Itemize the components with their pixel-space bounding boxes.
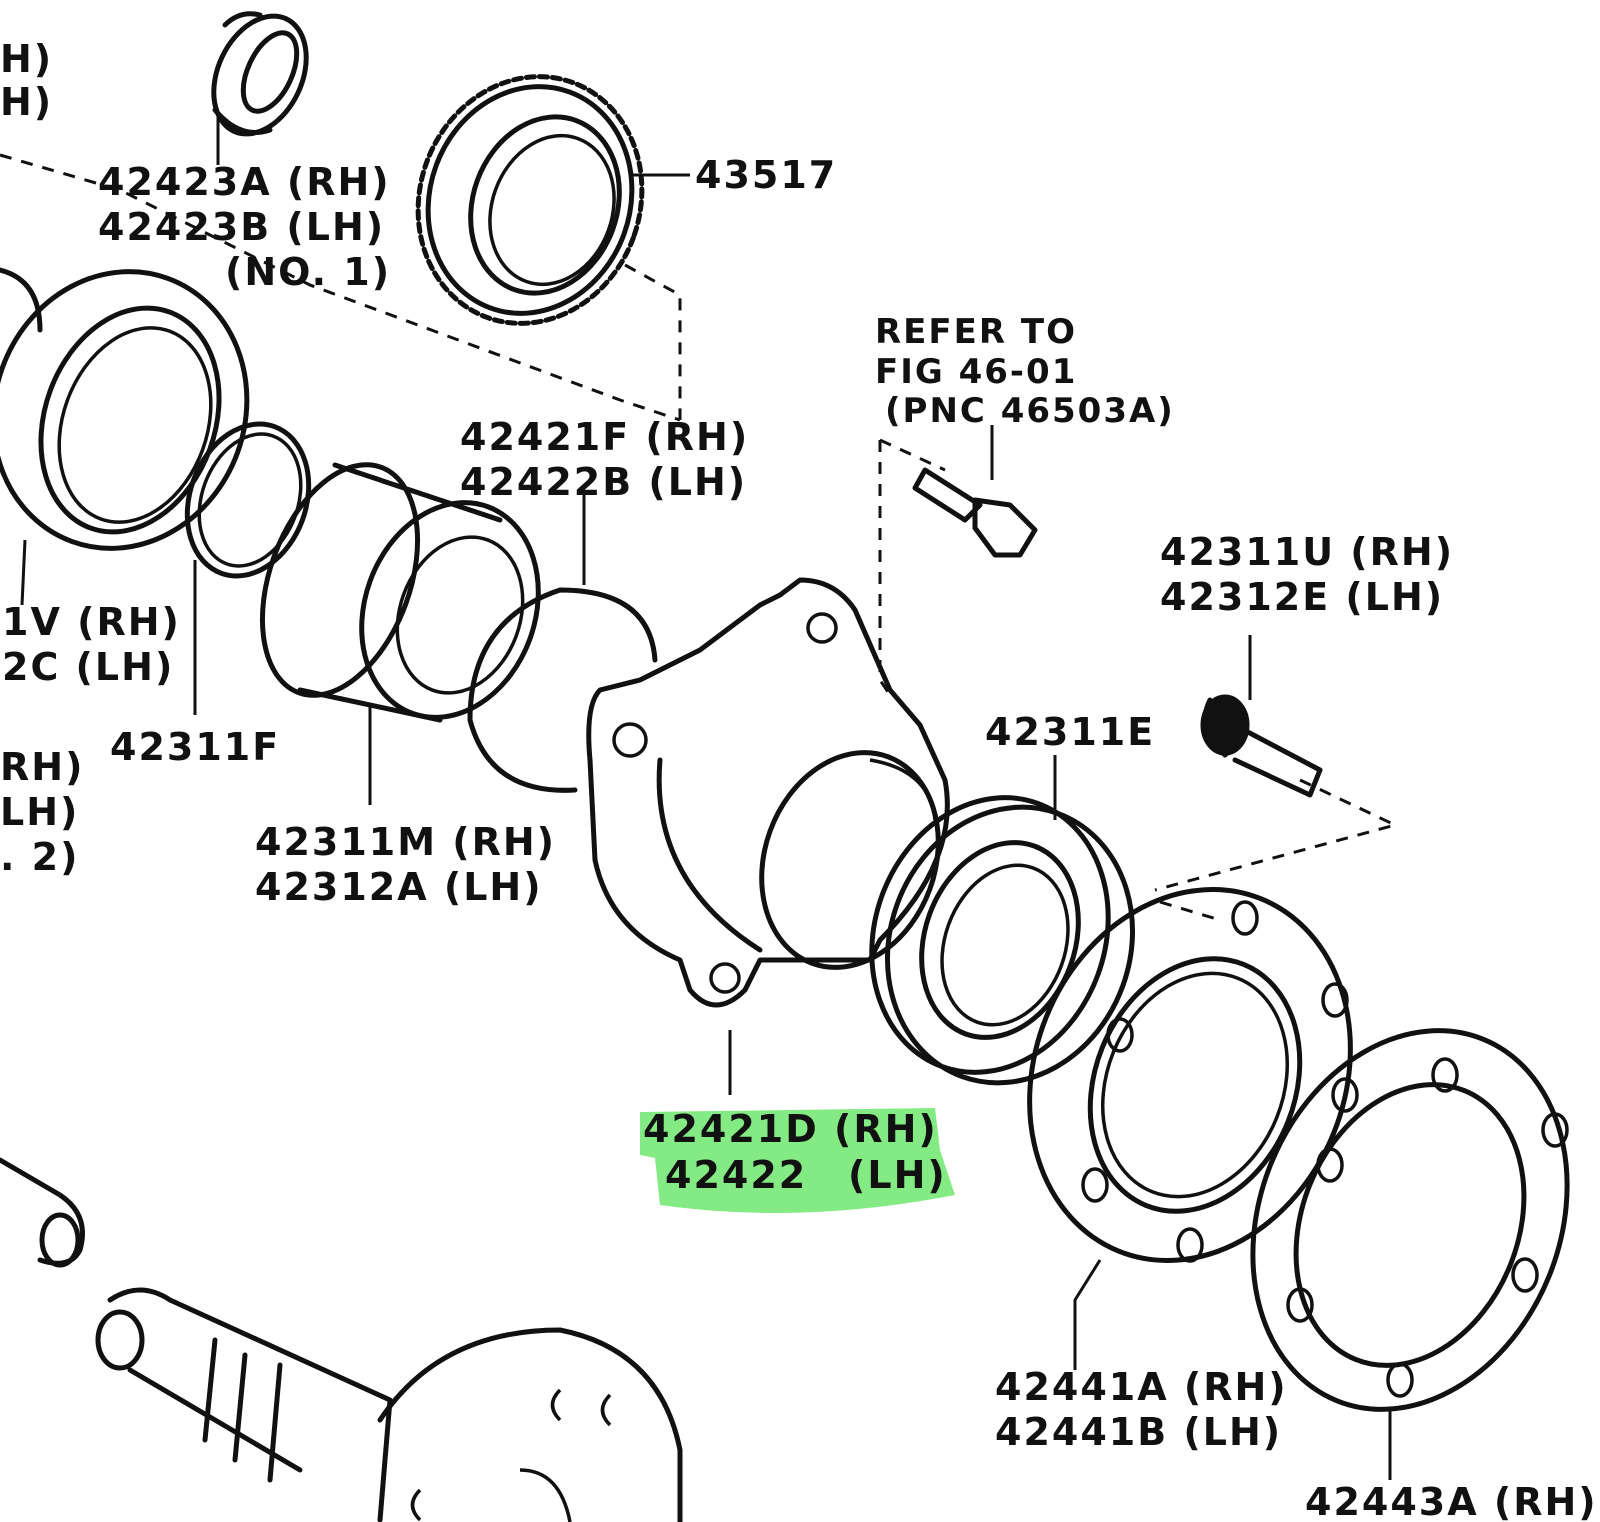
oil-seal-label-rh: 42423A (RH) bbox=[98, 160, 391, 204]
snap-ring-label-lh: 42422B (LH) bbox=[460, 460, 747, 504]
dashed-leaders bbox=[0, 153, 1400, 922]
fragment-label: 2C (LH) bbox=[2, 645, 174, 689]
bearing-label-rh: 42311M (RH) bbox=[255, 820, 556, 864]
gasket-label-lh: 42441B (LH) bbox=[995, 1410, 1282, 1454]
spacer-ring-part bbox=[184, 421, 312, 579]
fragment-label: H) bbox=[0, 37, 53, 81]
retainer-label-lh-side: (LH) bbox=[848, 1153, 947, 1197]
oil-seal-part bbox=[211, 11, 309, 137]
axle-shaft-part bbox=[0, 1157, 683, 1522]
fragment-label: . 2) bbox=[0, 835, 79, 879]
fragment-label: 1V (RH) bbox=[2, 600, 181, 644]
bearing-label-lh: 42312A (LH) bbox=[255, 865, 543, 909]
label-highlight bbox=[640, 1108, 955, 1213]
fragment-label: RH) bbox=[0, 745, 84, 789]
refer-label-line2: FIG 46-01 bbox=[875, 352, 1077, 392]
retainer-bolt-part bbox=[912, 467, 1038, 558]
rotor-label: 43517 bbox=[695, 153, 837, 197]
oil-seal-label-lh: 42423B (LH) bbox=[98, 205, 385, 249]
spacer-label: 42311F bbox=[110, 725, 280, 769]
bearing-retainer-part bbox=[586, 577, 950, 1008]
gasket-label-rh: 42441A (RH) bbox=[995, 1365, 1288, 1409]
oil-seal-label-no: (NO. 1) bbox=[225, 250, 391, 294]
snap-ring-part bbox=[467, 587, 658, 793]
retainer-label-lh: 42422 bbox=[665, 1153, 807, 1197]
fragment-label: H) bbox=[0, 80, 53, 124]
leader-lines bbox=[20, 115, 1392, 1480]
hub-bolt-label-lh: 42312E (LH) bbox=[1160, 575, 1444, 619]
outer-bearing-label: 42311E bbox=[985, 710, 1155, 754]
snap-ring-label-rh: 42421F (RH) bbox=[460, 415, 749, 459]
plate-label-rh: 42443A (RH) bbox=[1305, 1480, 1598, 1522]
hub-bolt-part bbox=[1200, 694, 1323, 798]
part-labels: H) H) 42423A (RH) 42423B (LH) (NO. 1) 43… bbox=[0, 37, 1598, 1522]
hub-bolt-label-rh: 42311U (RH) bbox=[1160, 530, 1454, 574]
retainer-label-rh: 42421D (RH) bbox=[643, 1107, 938, 1151]
gasket-part bbox=[1027, 887, 1359, 1263]
outer-bearing-part bbox=[869, 795, 1136, 1086]
refer-label-line1: REFER TO bbox=[875, 312, 1077, 352]
fragment-label: LH) bbox=[0, 790, 79, 834]
inner-bearing-part bbox=[259, 462, 541, 723]
abs-rotor-part bbox=[415, 74, 645, 326]
refer-label-line3: (PNC 46503A) bbox=[885, 391, 1175, 431]
backing-plate-part bbox=[1250, 1028, 1570, 1412]
